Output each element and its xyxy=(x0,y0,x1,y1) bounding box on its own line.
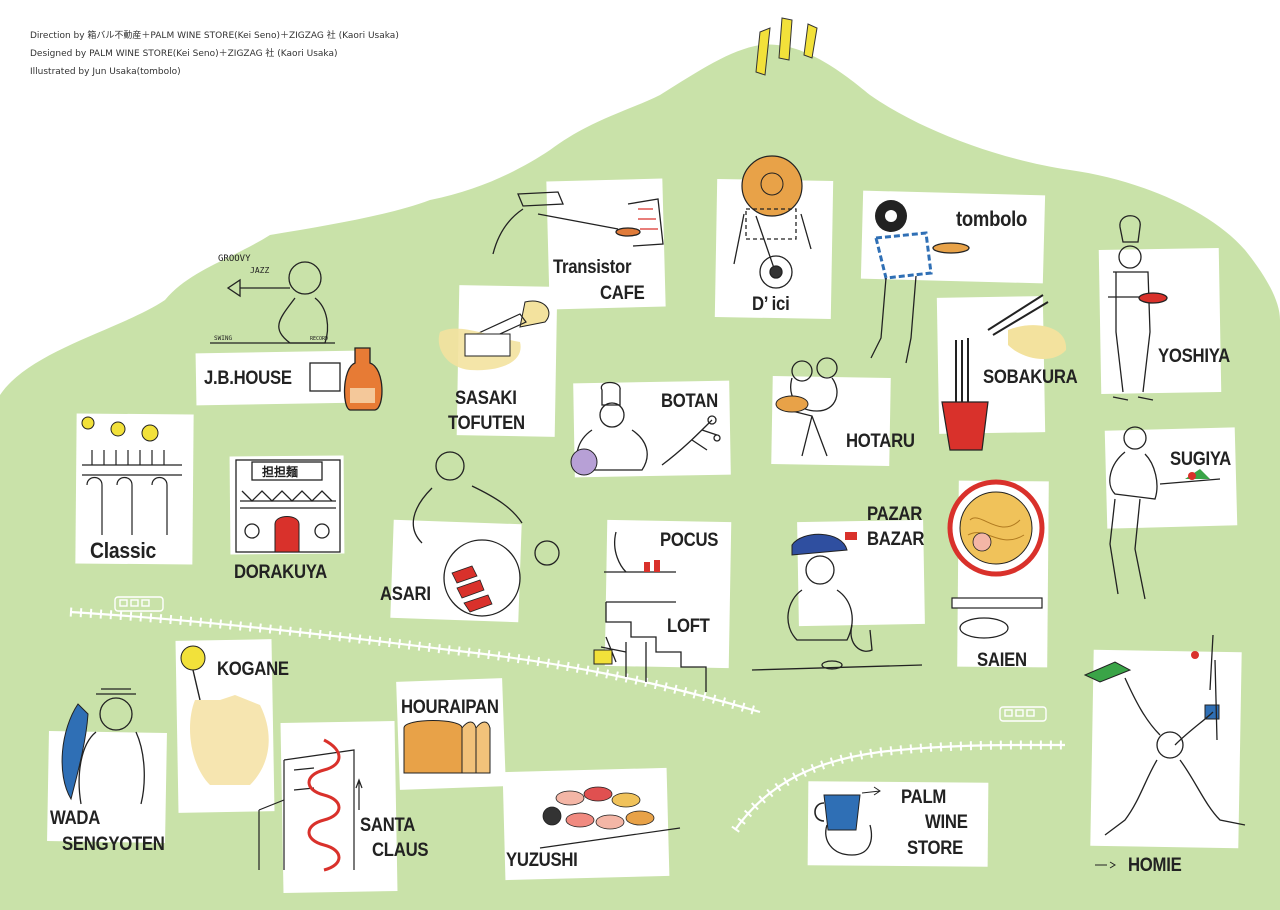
shop-label-line2: BAZAR xyxy=(867,529,925,550)
shop-label-line2: SENGYOTEN xyxy=(62,834,165,855)
dorakuya-sign-text: 担担麺 xyxy=(262,464,298,479)
diner-icon xyxy=(1109,426,1221,600)
shop-label: D’ ici xyxy=(752,294,790,315)
mouse-bread-icon xyxy=(775,357,838,457)
shop-label-line3: STORE xyxy=(907,838,963,859)
shop-label: SUGIYA xyxy=(1170,449,1231,470)
shop-label: J.B.HOUSE xyxy=(204,368,292,389)
train-icon-left xyxy=(114,596,164,612)
soba-bowl-icon xyxy=(941,294,1067,451)
shop-label-line1: SASAKI xyxy=(455,388,517,409)
bar-counter-icon xyxy=(81,416,182,535)
shop-label: DORAKUYA xyxy=(234,562,327,583)
donut-person-icon xyxy=(870,200,970,364)
groovy-text: GROOVY xyxy=(218,254,251,264)
fishmonger-icon xyxy=(61,688,145,805)
shop-label: HOTARU xyxy=(846,431,915,452)
swing-text: SWING xyxy=(214,335,232,342)
shop-label: YUZUSHI xyxy=(506,850,578,871)
shop-label-line1: Transistor xyxy=(553,257,632,278)
railway-left xyxy=(69,607,762,717)
credits: Direction by 箱バル不動産＋PALM WINE STORE(Kei … xyxy=(30,27,399,81)
shop-label: ASARI xyxy=(380,584,431,605)
bread-loaf-icon xyxy=(403,720,491,774)
shop-label-line2: LOFT xyxy=(667,616,710,637)
shop-label-line1: POCUS xyxy=(660,530,719,551)
shop-label: BOTAN xyxy=(661,391,718,412)
tofu-knife-icon xyxy=(438,300,550,371)
restaurant-front-icon: 担担麺 xyxy=(235,459,341,553)
pizza-oven-icon xyxy=(492,191,664,255)
shop-label-line2: WINE xyxy=(925,812,968,833)
shop-label: SAIEN xyxy=(977,650,1027,671)
shop-label-line2: TOFUTEN xyxy=(448,413,525,434)
shop-label: Classic xyxy=(90,538,156,563)
summit-flags-icon xyxy=(755,17,818,76)
shop-label-line2: CLAUS xyxy=(372,840,429,861)
coffee-table-icon xyxy=(733,155,812,289)
shop-label-line1: PALM xyxy=(901,787,947,808)
shop-label: HOMIE xyxy=(1128,855,1182,876)
shop-label-line1: PAZAR xyxy=(867,504,923,525)
shop-label-line1: WADA xyxy=(50,808,101,829)
spiral-stair-building-icon xyxy=(258,738,363,872)
jazz-text: JAZZ xyxy=(250,266,269,275)
credit-design: Designed by PALM WINE STORE(Kei Seno)＋ZI… xyxy=(30,49,338,59)
chef-icon xyxy=(1108,215,1168,401)
takoyaki-hand-icon xyxy=(180,645,269,785)
sushi-platter-icon xyxy=(539,786,681,849)
mug-hand-icon xyxy=(814,786,881,856)
train-icon-right xyxy=(999,706,1047,722)
shop-label: YOSHIYA xyxy=(1158,346,1230,367)
florist-icon xyxy=(570,381,721,476)
sashimi-bowl-icon xyxy=(412,451,560,617)
credit-direction: Direction by 箱バル不動産＋PALM WINE STORE(Kei … xyxy=(30,31,399,41)
shop-label: SOBAKURA xyxy=(983,367,1078,388)
stairs-shop-icon xyxy=(593,531,707,692)
climber-icon xyxy=(1083,634,1246,869)
railway-right xyxy=(731,740,1066,833)
shop-label: KOGANE xyxy=(217,659,289,680)
trumpet-player-icon: GROOVY JAZZ SWING RECORD xyxy=(210,254,383,411)
shop-label-line1: SANTA xyxy=(360,815,416,836)
record-text: RECORD xyxy=(310,336,328,342)
ramen-bowl-icon xyxy=(947,479,1045,639)
credit-illustration: Illustrated by Jun Usaka(tombolo) xyxy=(30,67,181,77)
barista-icon xyxy=(751,532,923,671)
shop-label: tombolo xyxy=(956,208,1028,231)
shop-label-line2: CAFE xyxy=(600,283,645,304)
shop-label: HOURAIPAN xyxy=(401,697,499,718)
